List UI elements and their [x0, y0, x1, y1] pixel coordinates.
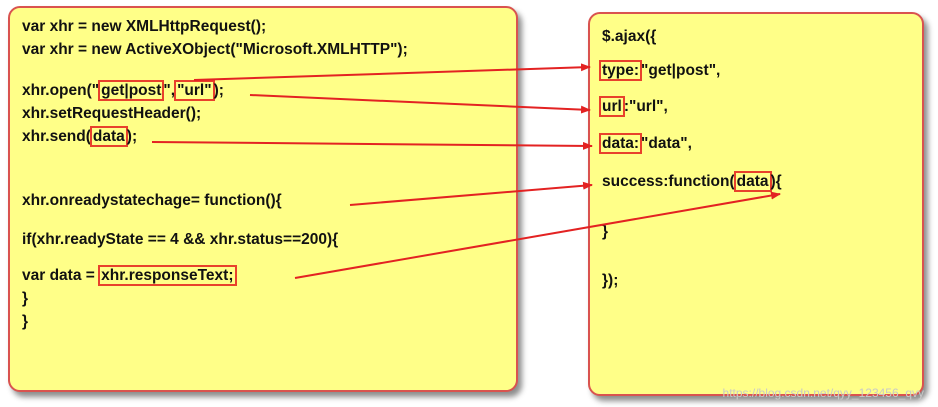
ajax-close-all: }); [602, 272, 619, 289]
send-prefix: xhr.send( [22, 128, 91, 145]
native-xhr-panel: var xhr = new XMLHttpRequest(); var xhr … [8, 6, 518, 392]
open-prefix: xhr.open(" [22, 82, 100, 99]
watermark: https://blog.csdn.net/qyy_123456_qvy [722, 386, 924, 400]
open-suffix: ); [213, 82, 224, 99]
close-brace-1: } [22, 290, 29, 307]
url-value: :"url", [623, 98, 668, 115]
ajax-close-brace: } [602, 223, 609, 240]
send-data-highlight: data [89, 126, 128, 147]
success-param-highlight: data [733, 171, 772, 192]
xhr-create-line: var xhr = new XMLHttpRequest(); [22, 18, 267, 35]
send-suffix: ); [126, 128, 138, 145]
data-key-highlight: data: [599, 133, 643, 154]
ajax-url-line: url:"url", [599, 96, 668, 117]
xhr-send-line: xhr.send(data); [22, 126, 138, 147]
close-brace-2: } [22, 313, 29, 330]
data-value: "data", [641, 135, 692, 152]
ajax-open-line: $.ajax({ [602, 28, 657, 45]
response-text-highlight: xhr.responseText; [98, 265, 237, 286]
open-url-highlight: "url" [174, 80, 215, 101]
xhr-open-line: xhr.open("get|post","url"); [22, 80, 224, 101]
var-data-prefix: var data = [22, 267, 100, 284]
success-prefix: success:function( [602, 173, 735, 190]
if-ready-line: if(xhr.readyState == 4 && xhr.status==20… [22, 231, 339, 248]
success-brace: ){ [770, 173, 782, 190]
open-method-highlight: get|post [98, 80, 165, 101]
onreadystatechange-line: xhr.onreadystatechage= function(){ [22, 192, 282, 209]
set-header-line: xhr.setRequestHeader(); [22, 105, 202, 122]
ajax-success-line: success:function(data){ [602, 171, 782, 192]
var-data-line: var data = xhr.responseText; [22, 265, 237, 286]
jquery-ajax-panel: $.ajax({ type:"get|post", url:"url", dat… [588, 12, 924, 396]
url-key-highlight: url [599, 96, 625, 117]
open-mid: ", [163, 82, 176, 99]
type-key-highlight: type: [599, 60, 643, 81]
ajax-data-line: data:"data", [599, 133, 692, 154]
type-value: "get|post", [641, 62, 721, 79]
activex-create-line: var xhr = new ActiveXObject("Microsoft.X… [22, 41, 408, 58]
ajax-type-line: type:"get|post", [599, 60, 721, 81]
